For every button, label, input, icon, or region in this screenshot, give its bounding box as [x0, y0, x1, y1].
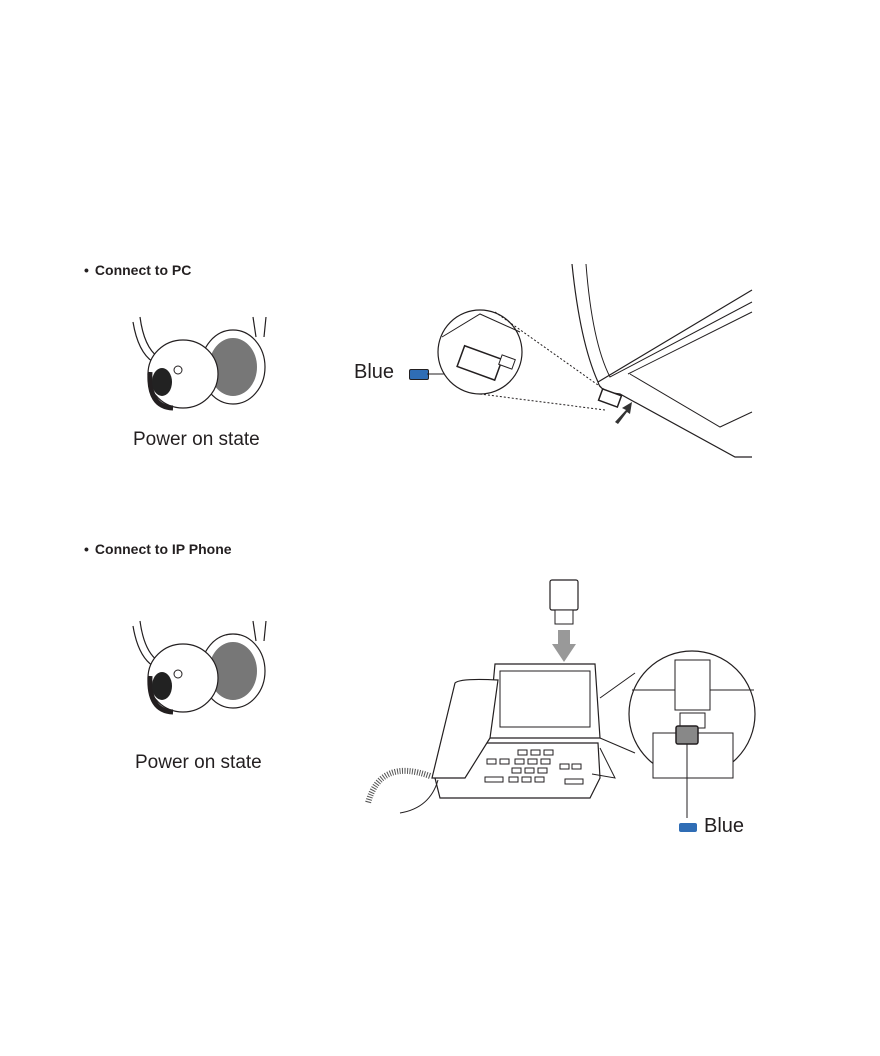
indicator-label-pc: Blue — [354, 361, 395, 383]
power-on-caption-pc: Power on state — [133, 429, 260, 450]
ip-phone-usb-illustration — [365, 579, 756, 818]
blue-led-indicator-ip-phone — [679, 823, 697, 832]
headset-illustration-pc — [132, 316, 267, 411]
headset-illustration-ip-phone — [132, 620, 267, 715]
section-heading-ip-phone: •Connect to IP Phone — [84, 541, 232, 557]
power-on-caption-ip-phone: Power on state — [135, 752, 262, 773]
indicator-label-ip-phone: Blue — [704, 815, 745, 837]
laptop-usb-illustration — [427, 263, 753, 458]
section-heading-pc: •Connect to PC — [84, 262, 192, 278]
